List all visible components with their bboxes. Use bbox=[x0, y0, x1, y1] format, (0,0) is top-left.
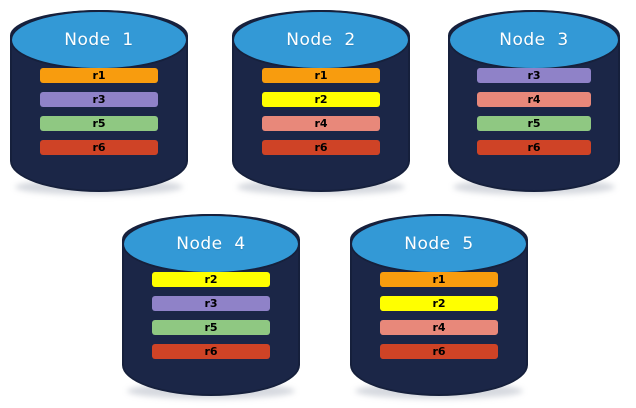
replica-label: r6 bbox=[527, 141, 541, 154]
replica-stack: r3 r4 r5 r6 bbox=[477, 68, 591, 155]
cylinder-top-disc: Node 1 bbox=[10, 10, 188, 71]
replica-label: r3 bbox=[527, 69, 541, 82]
replica-bar[interactable]: r5 bbox=[40, 116, 158, 131]
replica-bar[interactable]: r4 bbox=[477, 92, 591, 107]
replica-bar[interactable]: r6 bbox=[380, 344, 498, 359]
replica-bar[interactable]: r4 bbox=[380, 320, 498, 335]
replica-stack: r1 r3 r5 r6 bbox=[40, 68, 158, 155]
cylinder-top-disc: Node 4 bbox=[122, 214, 300, 275]
replica-stack: r1 r2 r4 r6 bbox=[262, 68, 380, 155]
replica-label: r6 bbox=[204, 345, 218, 358]
node-cylinder-5[interactable]: Node 5 r1 r2 r4 r6 bbox=[350, 214, 528, 399]
node-label: Node 3 bbox=[499, 30, 569, 51]
replica-label: r2 bbox=[314, 93, 328, 106]
replica-bar[interactable]: r3 bbox=[40, 92, 158, 107]
replica-label: r6 bbox=[432, 345, 446, 358]
replica-label: r3 bbox=[204, 297, 218, 310]
replica-bar[interactable]: r6 bbox=[40, 140, 158, 155]
node-label: Node 2 bbox=[286, 30, 356, 51]
node-label: Node 1 bbox=[64, 30, 134, 51]
replica-bar[interactable]: r1 bbox=[262, 68, 380, 83]
replica-label: r2 bbox=[204, 273, 218, 286]
cylinder-top-disc: Node 3 bbox=[448, 10, 620, 71]
replica-label: r5 bbox=[92, 117, 106, 130]
node-label: Node 4 bbox=[176, 234, 246, 255]
node-label: Node 5 bbox=[404, 234, 474, 255]
replica-label: r4 bbox=[314, 117, 328, 130]
replica-bar[interactable]: r6 bbox=[477, 140, 591, 155]
replica-label: r5 bbox=[204, 321, 218, 334]
replica-bar[interactable]: r3 bbox=[152, 296, 270, 311]
replica-bar[interactable]: r5 bbox=[477, 116, 591, 131]
replica-label: r4 bbox=[432, 321, 446, 334]
replica-label: r1 bbox=[432, 273, 446, 286]
replica-bar[interactable]: r3 bbox=[477, 68, 591, 83]
replica-bar[interactable]: r2 bbox=[380, 296, 498, 311]
replica-label: r2 bbox=[432, 297, 446, 310]
replica-label: r3 bbox=[92, 93, 106, 106]
replica-label: r5 bbox=[527, 117, 541, 130]
replica-label: r6 bbox=[314, 141, 328, 154]
node-cylinder-1[interactable]: Node 1 r1 r3 r5 r6 bbox=[10, 10, 188, 195]
cylinder-top-disc: Node 2 bbox=[232, 10, 410, 71]
replica-stack: r2 r3 r5 r6 bbox=[152, 272, 270, 359]
replica-bar[interactable]: r5 bbox=[152, 320, 270, 335]
replica-bar[interactable]: r4 bbox=[262, 116, 380, 131]
replica-label: r1 bbox=[92, 69, 106, 82]
replica-bar[interactable]: r2 bbox=[262, 92, 380, 107]
replica-bar[interactable]: r6 bbox=[262, 140, 380, 155]
replica-label: r6 bbox=[92, 141, 106, 154]
replica-bar[interactable]: r1 bbox=[40, 68, 158, 83]
node-cylinder-4[interactable]: Node 4 r2 r3 r5 r6 bbox=[122, 214, 300, 399]
node-cylinder-2[interactable]: Node 2 r1 r2 r4 r6 bbox=[232, 10, 410, 195]
node-cylinder-3[interactable]: Node 3 r3 r4 r5 r6 bbox=[448, 10, 620, 195]
replica-bar[interactable]: r6 bbox=[152, 344, 270, 359]
replica-bar[interactable]: r2 bbox=[152, 272, 270, 287]
replica-label: r1 bbox=[314, 69, 328, 82]
replica-stack: r1 r2 r4 r6 bbox=[380, 272, 498, 359]
replica-label: r4 bbox=[527, 93, 541, 106]
cylinder-top-disc: Node 5 bbox=[350, 214, 528, 275]
replica-bar[interactable]: r1 bbox=[380, 272, 498, 287]
